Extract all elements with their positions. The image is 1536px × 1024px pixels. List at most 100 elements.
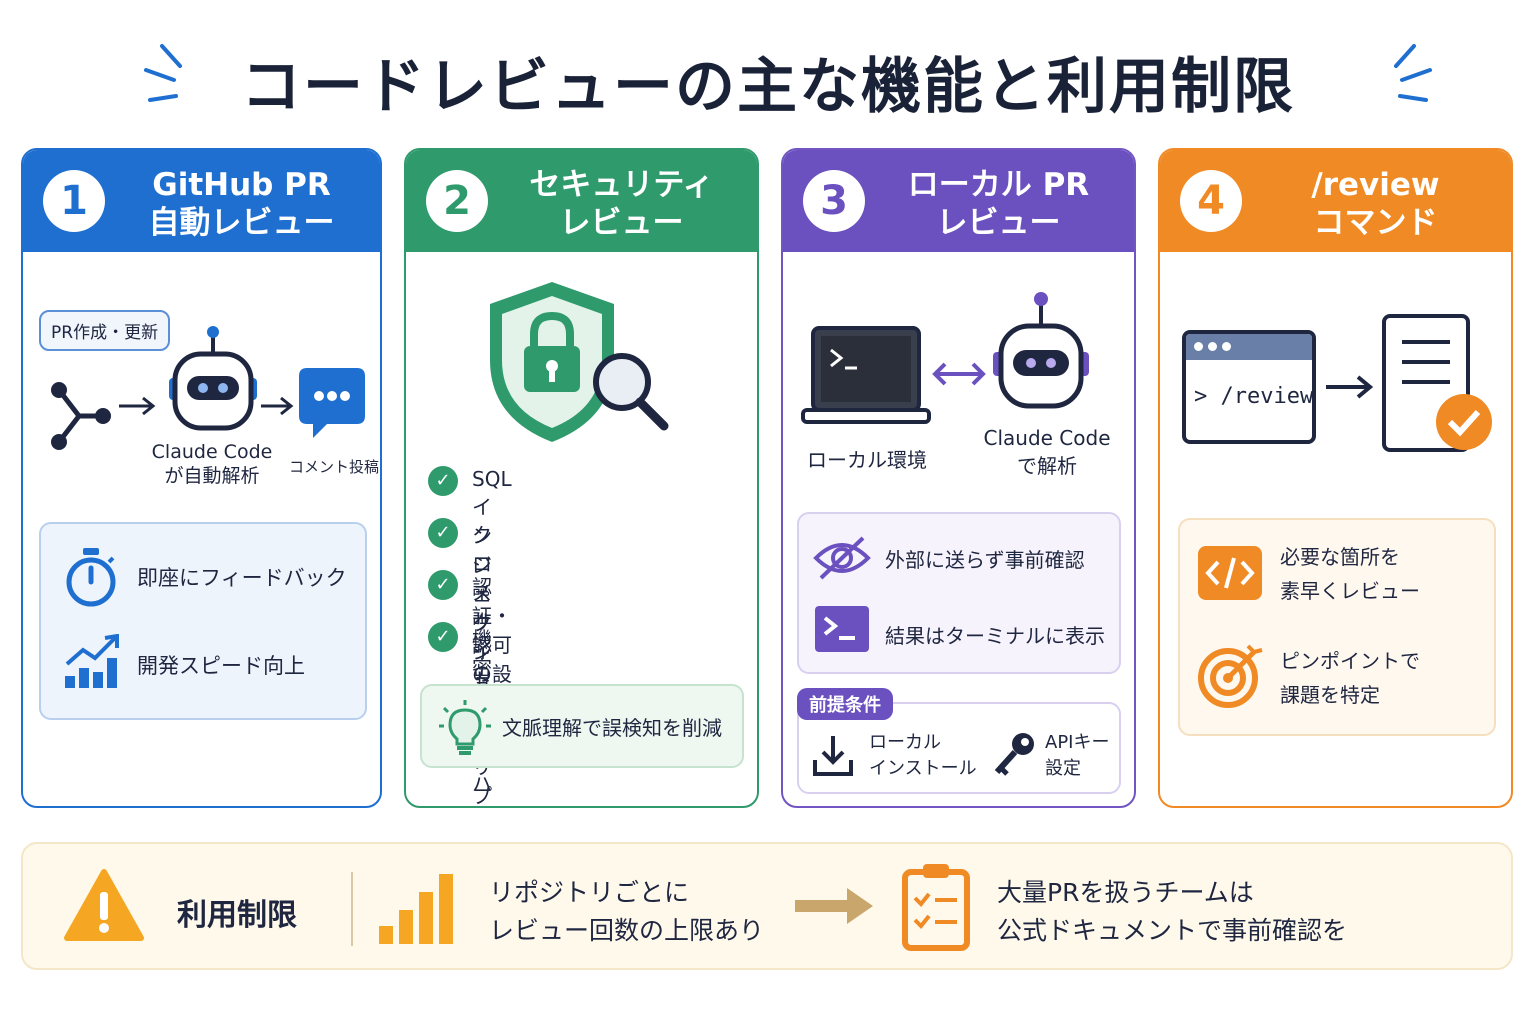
warning-icon — [64, 869, 144, 941]
card-header: 4 /review コマンド — [1160, 150, 1511, 252]
advice-line1: 大量PRを扱うチームは — [997, 878, 1254, 907]
check-icon: ✓ — [428, 466, 458, 496]
trigger-bubble: PR作成・更新 — [39, 310, 171, 351]
robot-label-line1: Claude Code — [983, 426, 1111, 450]
arrow-right-icon — [795, 888, 873, 924]
advice-line2: 公式ドキュメントで事前確認を — [997, 916, 1348, 945]
clipboard-check-icon — [902, 864, 970, 951]
card-title-line1: /review — [1311, 167, 1440, 203]
benefit-line2: 素早くレビュー — [1280, 579, 1420, 603]
sparkle-icon — [144, 44, 182, 102]
bar-chart-icon — [379, 874, 453, 944]
robot-label-line2: が自動解析 — [164, 465, 260, 487]
eye-off-icon — [813, 536, 871, 580]
comment-label: コメント投稿 — [289, 458, 380, 476]
arrow-right-icon — [1326, 375, 1374, 399]
prereq-tag: 前提条件 — [797, 688, 893, 720]
card-title-line1: セキュリティ — [529, 167, 714, 203]
check-icon: ✓ — [428, 622, 458, 652]
limit-text: リポジトリごとに レビュー回数の上限あり — [489, 874, 764, 950]
step-number: 1 — [43, 170, 105, 232]
divider — [351, 872, 353, 946]
card-title: ローカル PR レビュー — [873, 166, 1124, 242]
limit-label: 利用制限 — [177, 898, 297, 933]
note-panel: 文脈理解で誤検知を削減 — [420, 684, 744, 768]
target-icon — [1198, 644, 1263, 708]
prereq-line1: APIキー — [1045, 732, 1110, 753]
window-dot — [1222, 342, 1231, 351]
arrow-right-icon — [119, 396, 156, 416]
benefit-line1: ピンポイントで — [1280, 649, 1420, 673]
prereq-line2: インストール — [869, 758, 977, 779]
feature-text: 外部に送らず事前確認 — [885, 548, 1085, 572]
card-local-pr-review: 3 ローカル PR レビュー ローカル環境 Claude Code で解析 — [781, 148, 1136, 808]
stopwatch-icon — [66, 548, 116, 607]
robot-icon — [169, 326, 257, 431]
feature-panel: 外部に送らず事前確認 結果はターミナルに表示 — [797, 512, 1121, 674]
command-text: > /review — [1194, 384, 1314, 409]
usage-limit-bar: 利用制限 リポジトリごとに レビュー回数の上限あり 大量PRを扱うチームは 公式… — [21, 842, 1513, 970]
benefit-line1: 必要な箇所を — [1280, 545, 1400, 569]
page-title: コードレビューの主な機能と利用制限 — [241, 52, 1295, 122]
robot-label: Claude Code で解析 — [977, 424, 1117, 480]
download-icon — [813, 736, 853, 776]
benefit-text: ピンポイントで 課題を特定 — [1280, 644, 1420, 712]
step-number: 4 — [1180, 170, 1242, 232]
card-title-line2: レビュー — [936, 205, 1061, 241]
card-title: /review コマンド — [1250, 166, 1501, 242]
note-text: 文脈理解で誤検知を削減 — [502, 716, 722, 740]
check-icon: ✓ — [428, 518, 458, 548]
document-check-icon — [1382, 314, 1492, 452]
benefit-line2: 課題を特定 — [1280, 683, 1380, 707]
key-icon — [994, 733, 1034, 776]
card-title-line2: 自動レビュー — [148, 205, 335, 241]
robot-label: Claude Code が自動解析 — [147, 440, 277, 488]
robot-icon — [993, 292, 1089, 409]
laptop-terminal-icon — [801, 326, 931, 424]
card-title: GitHub PR 自動レビュー — [113, 166, 370, 242]
card-review-command: 4 /review コマンド > /review 必要な箇所を 素早くレビュ — [1158, 148, 1513, 808]
shield-lock-icon — [490, 282, 669, 442]
terminal-icon — [815, 606, 869, 652]
branch-icon — [51, 382, 111, 450]
benefit-panel: 即座にフィードバック 開発スピード向上 — [39, 522, 367, 720]
local-env-label: ローカル環境 — [807, 448, 927, 472]
browser-titlebar — [1186, 334, 1312, 360]
card-title-line2: レビュー — [559, 205, 684, 241]
bidirectional-arrow-icon — [932, 362, 986, 386]
card-title-line2: コマンド — [1313, 205, 1438, 241]
benefit-text: 即座にフィードバック — [137, 566, 347, 590]
benefit-panel: 必要な箇所を 素早くレビュー ピンポイントで 課題を特定 — [1178, 518, 1496, 736]
step-number: 3 — [803, 170, 865, 232]
benefit-text: 必要な箇所を 素早くレビュー — [1280, 540, 1420, 608]
card-header: 2 セキュリティ レビュー — [406, 150, 757, 252]
card-header: 1 GitHub PR 自動レビュー — [23, 150, 380, 252]
arrow-right-icon — [261, 396, 294, 416]
card-title: セキュリティ レビュー — [496, 166, 747, 242]
card-security-review: 2 セキュリティ レビュー ✓ SQLインジェクション ✓ クロスサイトスクリプ… — [404, 148, 759, 808]
limit-line2: レビュー回数の上限あり — [489, 916, 765, 945]
card-github-pr-review: 1 GitHub PR 自動レビュー PR作成・更新 Claude Code が… — [21, 148, 382, 808]
card-title-line1: ローカル PR — [907, 167, 1090, 203]
card-title-line1: GitHub PR — [152, 167, 331, 203]
step-number: 2 — [426, 170, 488, 232]
prereq-line2: 設定 — [1045, 758, 1081, 779]
prereq-line1: ローカル — [869, 732, 941, 753]
benefit-text: 開発スピード向上 — [137, 654, 305, 678]
prereq-text: APIキー 設定 — [1045, 730, 1109, 782]
prereq-text: ローカル インストール — [869, 730, 977, 782]
feature-text: 結果はターミナルに表示 — [885, 624, 1105, 648]
advice-text: 大量PRを扱うチームは 公式ドキュメントで事前確認を — [997, 874, 1347, 950]
robot-label-line2: で解析 — [1017, 454, 1077, 478]
robot-label-line1: Claude Code — [151, 441, 273, 463]
window-dot — [1208, 342, 1217, 351]
comment-icon — [299, 368, 365, 438]
code-icon — [1198, 546, 1262, 600]
check-icon: ✓ — [428, 570, 458, 600]
lightbulb-icon — [439, 700, 491, 755]
browser-window-icon: > /review — [1182, 330, 1316, 444]
window-dot — [1194, 342, 1203, 351]
limit-line1: リポジトリごとに — [489, 878, 690, 907]
card-header: 3 ローカル PR レビュー — [783, 150, 1134, 252]
growth-chart-icon — [65, 634, 119, 688]
